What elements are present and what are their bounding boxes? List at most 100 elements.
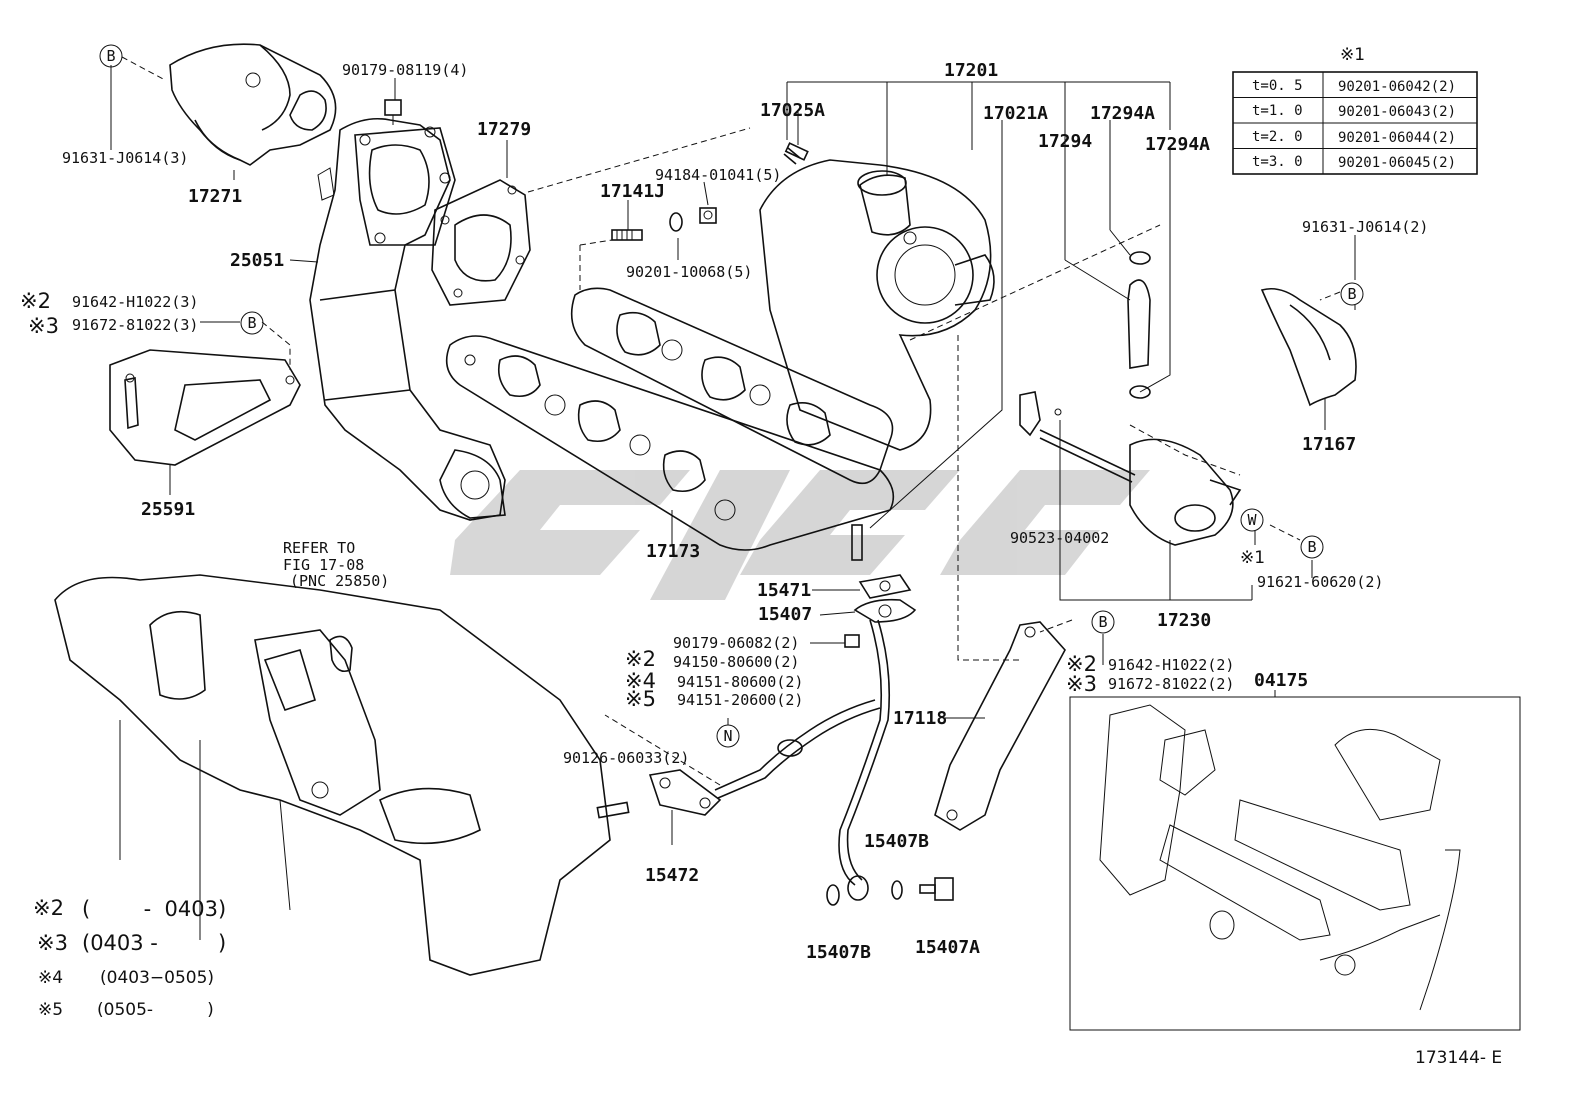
note-5-mark: ※5 xyxy=(38,1000,63,1020)
leader-lines xyxy=(110,65,1356,845)
label-17167: 17167 xyxy=(1302,434,1356,455)
figure-code: 173144- E xyxy=(1415,1048,1502,1068)
label-17173: 17173 xyxy=(646,541,700,562)
label-17025a: 17025A xyxy=(760,100,825,121)
note-2-text: ( - 0403) xyxy=(82,897,226,921)
note-2-mark: ※2 xyxy=(33,896,64,920)
callout-b-4: B xyxy=(1307,538,1316,556)
label-90179-06082: 90179-06082(2) xyxy=(673,634,799,652)
label-15407b-1: 15407B xyxy=(864,831,929,852)
bracket-25591 xyxy=(109,349,301,495)
label-90179-08119: 90179-08119(4) xyxy=(342,61,468,79)
nut-90179-06082 xyxy=(844,634,860,648)
label-17201: 17201 xyxy=(944,60,998,81)
refer-line-1: REFER TO xyxy=(283,539,355,557)
table-row-2-part: 90201-06043(2) xyxy=(1338,104,1456,120)
legend-notes: ※2 ( - 0403) ※3 (0403 - ) ※4 (0403−0505)… xyxy=(33,896,226,1020)
table-row-1-part: 90201-06042(2) xyxy=(1338,79,1456,95)
label-15471: 15471 xyxy=(757,580,811,601)
bolt-15407A xyxy=(919,877,954,901)
callout-b-3: B xyxy=(1347,285,1356,303)
circle-callouts: B B B W B B N xyxy=(99,44,1364,748)
table-title: ※1 xyxy=(1340,45,1365,65)
mark-5: ※5 xyxy=(625,687,656,711)
mark-2c: ※2 xyxy=(1066,652,1097,676)
gasket-17173 xyxy=(445,335,895,551)
stud-vertical xyxy=(851,524,863,561)
callout-b-2: B xyxy=(247,314,256,332)
gasket-15471 xyxy=(858,574,912,599)
refer-line-2: FIG 17-08 xyxy=(283,556,364,574)
label-17021a: 17021A xyxy=(983,103,1048,124)
washers-15407B xyxy=(826,880,903,906)
label-15407b-2: 15407B xyxy=(806,942,871,963)
heat-insulator-17271 xyxy=(169,43,337,166)
callout-b-5: B xyxy=(1098,613,1107,631)
label-25591: 25591 xyxy=(141,499,195,520)
hose-17294 xyxy=(1127,251,1151,399)
label-15407: 15407 xyxy=(758,604,812,625)
label-17118: 17118 xyxy=(893,708,947,729)
label-17230: 17230 xyxy=(1157,610,1211,631)
note-4-mark: ※4 xyxy=(38,968,63,988)
label-90523: 90523-04002 xyxy=(1010,529,1109,547)
table-row-3-t: t=2. 0 xyxy=(1252,129,1303,145)
label-90201-10068: 90201-10068(5) xyxy=(626,263,752,281)
turbo-manifold-17201 xyxy=(570,159,995,485)
actuator-17230 xyxy=(1019,391,1242,546)
table-row-4-t: t=3. 0 xyxy=(1252,154,1303,170)
label-91672-2: 91672-81022(2) xyxy=(1108,675,1234,693)
label-17294a-1: 17294A xyxy=(1090,103,1155,124)
label-25051: 25051 xyxy=(230,250,284,271)
label-17294: 17294 xyxy=(1038,131,1092,152)
mark-2a: ※2 xyxy=(20,289,51,313)
label-91631-j0614-3: 91631-J0614(3) xyxy=(62,149,188,167)
label-94151-80600: 94151-80600(2) xyxy=(677,673,803,691)
table-row-1-t: t=0. 5 xyxy=(1252,78,1303,94)
mark-2b: ※2 xyxy=(625,647,656,671)
part-labels: 17201 17021A 17294A 17294 17294A 17025A … xyxy=(20,60,1502,1068)
note-5-text: (0505- ) xyxy=(97,1000,214,1020)
mark-3c: ※3 xyxy=(1066,672,1097,696)
stud-17141J xyxy=(611,229,643,241)
gasket-17279 xyxy=(431,179,531,306)
table-row-2-t: t=1. 0 xyxy=(1252,103,1303,119)
refer-line-3: (PNC 25850) xyxy=(290,572,389,590)
nut-94184 xyxy=(699,207,717,224)
label-91672-3: 91672-81022(3) xyxy=(72,316,198,334)
stud-90126 xyxy=(596,801,630,819)
callout-n: N xyxy=(723,727,732,745)
washer-90201-10068 xyxy=(669,212,683,232)
oil-pipe xyxy=(714,619,891,901)
label-17271: 17271 xyxy=(188,186,242,207)
label-94151-20600: 94151-20600(2) xyxy=(677,691,803,709)
label-17279: 17279 xyxy=(477,119,531,140)
heat-insulator-17167 xyxy=(1260,287,1357,430)
label-94150: 94150-80600(2) xyxy=(673,653,799,671)
label-04175: 04175 xyxy=(1254,670,1308,691)
gasket-15407 xyxy=(853,598,917,623)
mark-1b: ※1 xyxy=(1240,548,1265,568)
label-90126: 90126-06033(2) xyxy=(563,749,689,767)
label-15407a: 15407A xyxy=(915,937,980,958)
label-15472: 15472 xyxy=(645,865,699,886)
note-4-text: (0403−0505) xyxy=(100,968,214,988)
label-91631-j0614-2: 91631-J0614(2) xyxy=(1302,218,1428,236)
table-row-4-part: 90201-06045(2) xyxy=(1338,155,1456,171)
table-row-3-part: 90201-06044(2) xyxy=(1338,130,1456,146)
support-17118 xyxy=(934,621,1066,831)
shim-table: ※1 t=0. 5 90201-06042(2) t=1. 0 90201-06… xyxy=(1232,45,1478,175)
manifold-converter-25051 xyxy=(309,117,506,521)
gasket-15472 xyxy=(648,769,722,816)
inset-box-04175 xyxy=(1069,696,1521,1031)
callout-w: W xyxy=(1247,511,1257,529)
callout-b-1: B xyxy=(106,47,115,65)
label-91621: 91621-60620(2) xyxy=(1257,573,1383,591)
note-3-text: (0403 - ) xyxy=(82,931,226,955)
mark-3a: ※3 xyxy=(28,314,59,338)
label-94184: 94184-01041(5) xyxy=(655,166,781,184)
label-91642-3: 91642-H1022(3) xyxy=(72,293,198,311)
label-17141j: 17141J xyxy=(600,181,665,202)
